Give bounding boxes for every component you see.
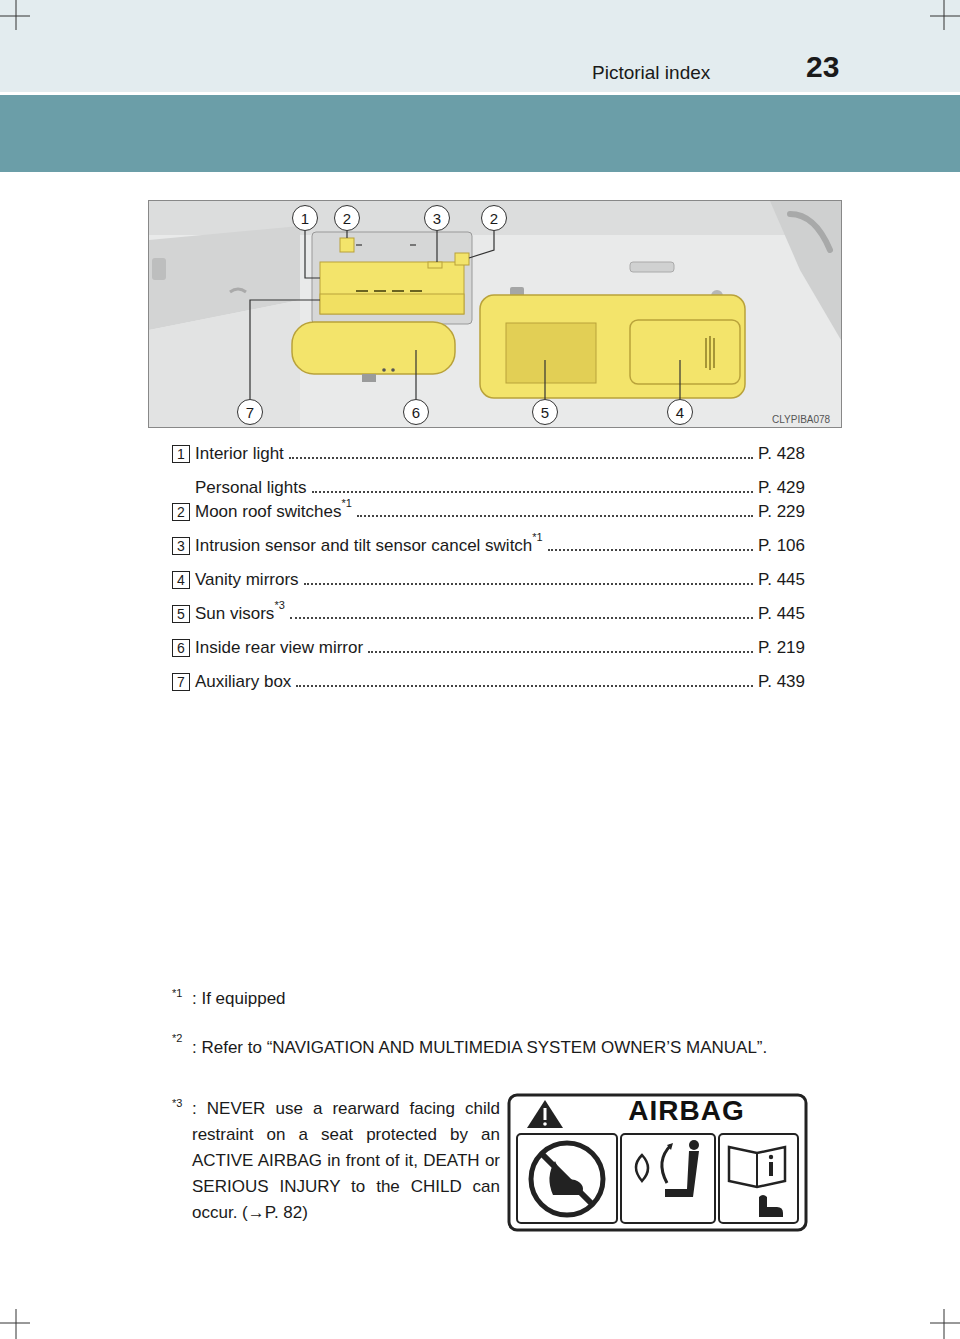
- callout-number: 6: [403, 399, 429, 425]
- footnote-text: : NEVER use a rearward facing child rest…: [192, 1096, 500, 1226]
- item-name: Moon roof switches: [195, 501, 341, 523]
- footnote: *3: NEVER use a rearward facing child re…: [172, 1096, 500, 1226]
- item-number: 4: [172, 571, 190, 589]
- callout-number: 4: [667, 399, 693, 425]
- footnote-text: : If equipped: [192, 986, 832, 1012]
- warning-label: AIRBAG: [507, 1093, 808, 1232]
- dot-leader: [312, 491, 754, 493]
- index-row: 5 Sun visors*3 P. 445: [172, 601, 805, 625]
- page-reference: P. 428: [758, 443, 805, 465]
- dot-leader: [296, 685, 753, 687]
- page-reference: P. 106: [758, 535, 805, 557]
- dot-leader: [304, 583, 753, 585]
- leader-lines: [250, 231, 680, 399]
- callout-number: 3: [424, 205, 450, 231]
- item-number: 1: [172, 445, 190, 463]
- footnote-mark: *1: [341, 497, 351, 509]
- page-reference: P. 445: [758, 603, 805, 625]
- page-reference: P. 229: [758, 501, 805, 523]
- item-name: Auxiliary box: [195, 671, 291, 693]
- page-number: 23: [806, 50, 839, 84]
- dot-leader: [368, 651, 753, 653]
- callout-number: 2: [481, 205, 507, 231]
- item-number: 6: [172, 639, 190, 657]
- figure-code: CLYPIBA078: [772, 414, 830, 425]
- item-name: Personal lights: [195, 477, 307, 499]
- item-name: Interior light: [195, 443, 284, 465]
- callout-number: 5: [532, 399, 558, 425]
- index-row: Personal lights P. 429: [172, 475, 805, 499]
- page-reference: P. 219: [758, 637, 805, 659]
- index-row: 2 Moon roof switches*1 P. 229: [172, 499, 805, 523]
- callout-number: 7: [237, 399, 263, 425]
- item-name: Sun visors: [195, 603, 274, 625]
- item-name: Intrusion sensor and tilt sensor cancel …: [195, 535, 532, 557]
- running-head: Pictorial index: [592, 62, 710, 84]
- index-row: 1 Interior light P. 428: [172, 441, 805, 465]
- dot-leader: [289, 457, 753, 459]
- footnote: *2: Refer to “NAVIGATION AND MULTIMEDIA …: [172, 1031, 832, 1064]
- item-number: 5: [172, 605, 190, 623]
- page-reference: P. 445: [758, 569, 805, 591]
- sign-heading: AIRBAG: [565, 1095, 808, 1127]
- dot-leader: [357, 515, 753, 517]
- callout-number: 2: [334, 205, 360, 231]
- item-number: 7: [172, 673, 190, 691]
- callout-number: 1: [292, 205, 318, 231]
- footnote: *1: If equipped: [172, 986, 832, 1012]
- index-row: 6 Inside rear view mirror P. 219: [172, 635, 805, 659]
- page-reference: P. 439: [758, 671, 805, 693]
- item-number: 3: [172, 537, 190, 555]
- footnote-mark: *1: [172, 986, 192, 1000]
- footnote-mark: *3: [274, 599, 284, 611]
- page-reference: P. 429: [758, 477, 805, 499]
- footnote-mark: *3: [172, 1096, 192, 1110]
- index-row: 4 Vanity mirrors P. 445: [172, 567, 805, 591]
- item-name: Vanity mirrors: [195, 569, 299, 591]
- footnote-mark: *1: [532, 531, 542, 543]
- footnote-text: : Refer to “NAVIGATION AND MULTIMEDIA SY…: [192, 1031, 832, 1064]
- index-row: 3 Intrusion sensor and tilt sensor cancel…: [172, 533, 805, 557]
- index-row: 7 Auxiliary box P. 439: [172, 669, 805, 693]
- item-name: Inside rear view mirror: [195, 637, 363, 659]
- footnote-mark: *2: [172, 1031, 192, 1045]
- dot-leader: [290, 617, 753, 619]
- dot-leader: [548, 549, 753, 551]
- interior-illustration: [149, 201, 842, 428]
- item-number: 2: [172, 503, 190, 521]
- header-bands: [0, 0, 960, 172]
